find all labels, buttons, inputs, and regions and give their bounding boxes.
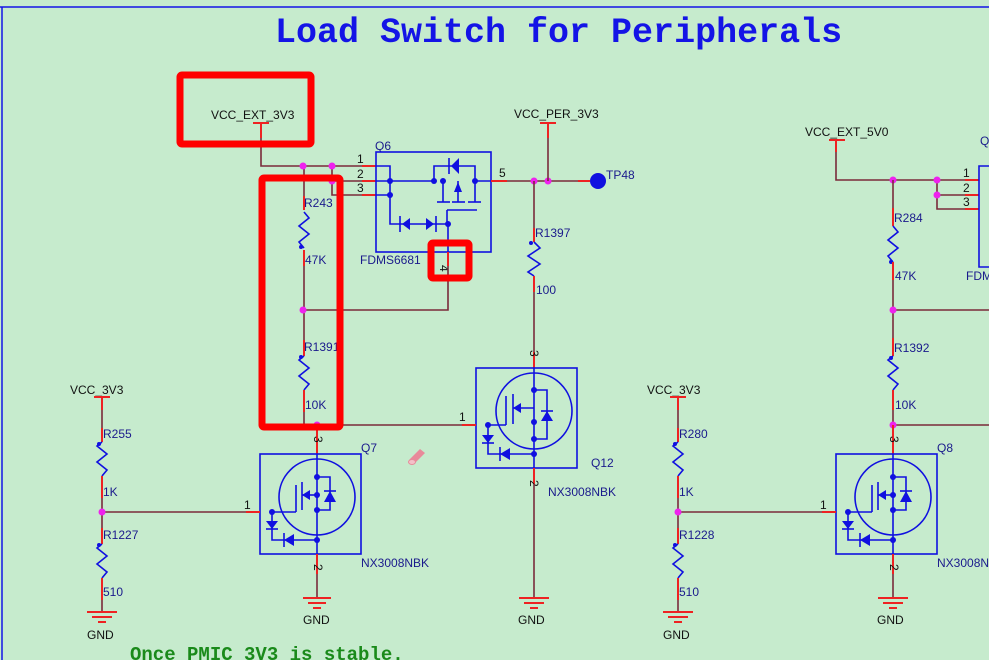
net-label-vcc-3v3: VCC_3V3 xyxy=(70,383,124,397)
q7-pin-1: 1 xyxy=(244,498,251,512)
net-vcc-3v3-right: VCC_3V3 xyxy=(647,383,701,428)
q12-ref: Q12 xyxy=(591,456,614,470)
q6-pmos: Q6 FDMS6681 4 5 xyxy=(360,139,506,272)
gnd-symbol: GND xyxy=(518,597,549,627)
q6-pin-4: 4 xyxy=(437,265,451,272)
net-label-vcc-ext-3v3: VCC_EXT_3V3 xyxy=(211,108,295,122)
q8-ref: Q8 xyxy=(937,441,953,455)
r1391-ref: R1391 xyxy=(304,340,340,354)
wire xyxy=(936,180,978,210)
q12-pin-1: 1 xyxy=(459,410,466,424)
q7-nmos: 3 Q7 1 2 NX3008NBK xyxy=(244,425,429,574)
r280-resistor: R280 1K xyxy=(671,427,708,499)
r1227-value: 510 xyxy=(103,585,123,599)
q6-part: FDMS6681 xyxy=(360,253,421,267)
q8-part: NX3008NBK xyxy=(937,556,989,570)
pencil-cursor-icon xyxy=(408,449,425,465)
r280-value: 1K xyxy=(679,485,694,499)
page-title: Load Switch for Peripherals xyxy=(275,13,842,53)
highlight-divider xyxy=(258,174,344,431)
junction xyxy=(933,191,941,199)
r243-ref: R243 xyxy=(304,196,333,210)
gnd-symbol: GND xyxy=(877,597,908,627)
r243-value: 47K xyxy=(305,253,326,267)
q7-ref: Q7 xyxy=(361,441,377,455)
annotation-note: Once PMIC 3V3 is stable. xyxy=(130,644,404,660)
q12-part: NX3008NBK xyxy=(548,485,616,499)
q7-pin-3: 3 xyxy=(311,436,325,443)
wire xyxy=(304,266,449,311)
highlight-vcc-ext-3v3 xyxy=(176,71,315,148)
gnd-label: GND xyxy=(87,628,114,642)
net-label-vcc-3v3: VCC_3V3 xyxy=(647,383,701,397)
q-right-pin-1: 1 xyxy=(963,166,970,180)
q-right-part: FDM xyxy=(966,269,989,283)
r1391-value: 10K xyxy=(305,398,326,412)
q6-pin-3: 3 xyxy=(357,181,364,195)
q6-pin-2: 2 xyxy=(357,167,364,181)
r1392-resistor: R1392 10K xyxy=(886,338,930,412)
r1227-ref: R1227 xyxy=(103,528,139,542)
junction xyxy=(328,162,336,170)
junction xyxy=(98,508,106,516)
q12-nmos: 3 Q12 1 2 NX3008NBK xyxy=(459,350,616,499)
net-vcc-ext-5v0: VCC_EXT_5V0 xyxy=(805,125,978,181)
r1397-ref: R1397 xyxy=(535,226,571,240)
tp48-label: TP48 xyxy=(606,168,635,182)
r1392-ref: R1392 xyxy=(894,341,930,355)
gnd-label: GND xyxy=(303,613,330,627)
r1228-value: 510 xyxy=(679,585,699,599)
r280-ref: R280 xyxy=(679,427,708,441)
net-vcc-ext-3v3: VCC_EXT_3V3 xyxy=(211,108,375,167)
q-right-pmos: Q FDM xyxy=(966,134,989,283)
net-label-vcc-ext-5v0: VCC_EXT_5V0 xyxy=(805,125,889,139)
r255-resistor: R255 1K xyxy=(95,427,132,499)
r1228-resistor: R1228 510 xyxy=(671,528,715,600)
gnd-symbol: GND xyxy=(663,611,693,642)
r255-ref: R255 xyxy=(103,427,132,441)
q8-pin-2: 2 xyxy=(887,564,901,571)
junction xyxy=(933,176,941,184)
net-label-vcc-per-3v3: VCC_PER_3V3 xyxy=(514,107,599,121)
gnd-label: GND xyxy=(663,628,690,642)
net-vcc-per-3v3: VCC_PER_3V3 xyxy=(514,107,599,181)
r284-ref: R284 xyxy=(894,211,923,225)
r255-value: 1K xyxy=(103,485,118,499)
gnd-symbol: GND xyxy=(303,597,331,627)
q-right-ref: Q xyxy=(980,134,989,148)
r284-resistor: R284 47K xyxy=(886,180,923,283)
q6-pin-1: 1 xyxy=(357,152,364,166)
q6-ref: Q6 xyxy=(375,139,391,153)
r1392-value: 10K xyxy=(895,398,916,412)
junction xyxy=(674,508,682,516)
r1397-resistor: R1397 100 xyxy=(526,181,571,352)
q12-pin-2: 2 xyxy=(527,480,541,487)
tp48-testpoint xyxy=(590,173,606,189)
q-right-pin-3: 3 xyxy=(963,195,970,209)
gnd-symbol: GND xyxy=(87,611,117,642)
junction xyxy=(889,306,897,314)
q7-pin-2: 2 xyxy=(311,564,325,571)
gnd-label: GND xyxy=(518,613,545,627)
junction xyxy=(299,306,307,314)
highlight-q6-pin4 xyxy=(427,239,473,282)
net-vcc-3v3-left: VCC_3V3 xyxy=(70,383,124,428)
gnd-label: GND xyxy=(877,613,904,627)
r1227-resistor: R1227 510 xyxy=(95,528,139,600)
r243-resistor: R243 47K xyxy=(297,196,333,267)
r284-value: 47K xyxy=(895,269,916,283)
r1397-value: 100 xyxy=(536,283,556,297)
r1391-resistor: R1391 10K xyxy=(297,340,340,412)
q12-pin-3: 3 xyxy=(527,350,541,357)
junction xyxy=(299,162,307,170)
q7-part: NX3008NBK xyxy=(361,556,429,570)
q-right-pin-2: 2 xyxy=(963,181,970,195)
q8-pin-1: 1 xyxy=(820,498,827,512)
q6-pin-5: 5 xyxy=(499,166,506,180)
q8-nmos: 3 Q8 1 2 NX3008NBK xyxy=(820,425,989,574)
q8-pin-3: 3 xyxy=(887,436,901,443)
r1228-ref: R1228 xyxy=(679,528,715,542)
